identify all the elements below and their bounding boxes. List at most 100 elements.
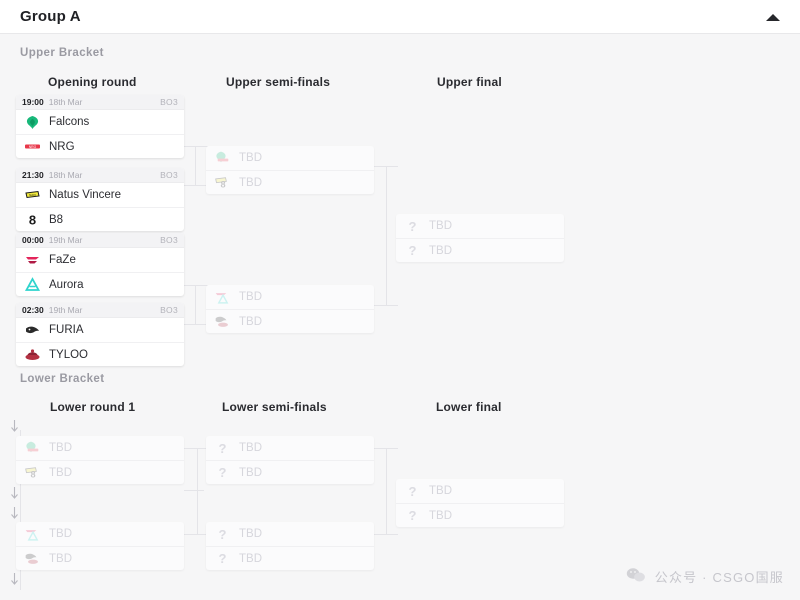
team-row[interactable]: 8 TBD — [206, 170, 374, 194]
group-header: Group A — [0, 0, 800, 34]
match-card[interactable]: TBD 8 TBD — [16, 436, 184, 484]
team-name: TYLOO — [49, 348, 88, 361]
team-row[interactable]: Falcons — [16, 110, 184, 134]
navi-logo: NAVI — [24, 187, 41, 204]
furia-tyloo-stack — [214, 313, 231, 330]
team-name: TBD — [239, 442, 262, 454]
connector — [372, 534, 398, 535]
drop-down-arrow-icon — [10, 487, 19, 500]
connector — [195, 146, 196, 186]
team-name: TBD — [429, 485, 452, 497]
team-name: TBD — [239, 315, 262, 328]
match-format: BO3 — [160, 97, 178, 107]
team-name: TBD — [49, 466, 72, 479]
match-date: 19th Mar — [48, 305, 83, 315]
svg-text:8: 8 — [220, 180, 225, 190]
watermark: 公众号 · CSGO国服 — [626, 567, 784, 586]
question-icon: ? — [218, 440, 227, 456]
team-name: TBD — [429, 220, 452, 232]
round-label-lower-round-1: Lower round 1 — [50, 400, 136, 414]
match-header: 02:30 19th Mar BO3 — [16, 303, 184, 318]
navi-b8-stack: 8 — [214, 174, 231, 191]
question-icon: ? — [218, 465, 227, 480]
team-row[interactable]: ? TBD — [206, 522, 374, 546]
chevron-up-icon[interactable] — [764, 9, 782, 25]
team-row[interactable]: TBD — [16, 546, 184, 570]
team-name: TBD — [239, 528, 262, 540]
nrg-logo: NRG — [24, 138, 41, 155]
team-row[interactable]: 8 B8 — [16, 207, 184, 231]
team-name: TBD — [429, 244, 452, 257]
round-label-lower-final: Lower final — [436, 400, 502, 414]
match-card[interactable]: ? TBD ? TBD — [396, 214, 564, 262]
question-icon: ? — [408, 218, 417, 234]
match-date: 19th Mar — [48, 235, 83, 245]
question-icon: ? — [218, 526, 227, 542]
team-row[interactable]: TBD — [206, 309, 374, 333]
team-row[interactable]: ? TBD — [396, 238, 564, 262]
match-card[interactable]: TBD TBD — [16, 522, 184, 570]
team-name: TBD — [429, 509, 452, 522]
team-row[interactable]: ? TBD — [396, 503, 564, 527]
team-row[interactable]: NRG NRG — [16, 134, 184, 158]
connector — [372, 166, 398, 167]
connector — [184, 490, 204, 491]
connector — [386, 448, 387, 534]
team-row[interactable]: TBD — [16, 522, 184, 546]
tyloo-logo — [24, 346, 41, 363]
team-row[interactable]: FURIA — [16, 318, 184, 342]
navi-b8-stack: 8 — [24, 464, 41, 481]
match-card[interactable]: ? TBD ? TBD — [206, 436, 374, 484]
svg-text:8: 8 — [30, 470, 35, 480]
match-card[interactable]: 00:00 19th Mar BO3 FaZe Aurora — [16, 233, 184, 296]
match-card[interactable]: 02:30 19th Mar BO3 FURIA TYLOO — [16, 303, 184, 366]
match-card[interactable]: 21:30 18th Mar BO3 NAVI Natus Vincere 8 … — [16, 168, 184, 231]
team-row[interactable]: ? TBD — [396, 479, 564, 503]
team-row[interactable]: TYLOO — [16, 342, 184, 366]
question-icon: ? — [408, 508, 417, 523]
svg-text:8: 8 — [29, 213, 36, 228]
connector — [372, 448, 398, 449]
drop-down-arrow-icon — [10, 507, 19, 520]
match-time: 21:30 — [22, 170, 44, 180]
team-row[interactable]: NAVI Natus Vincere — [16, 183, 184, 207]
falcons-nrg-stack — [24, 440, 41, 457]
round-label-upper-semis: Upper semi-finals — [226, 75, 331, 89]
connector — [184, 448, 208, 449]
team-name: Falcons — [49, 116, 90, 128]
match-header: 19:00 18th Mar BO3 — [16, 95, 184, 110]
watermark-text: 公众号 · CSGO国服 — [654, 570, 784, 585]
match-card[interactable]: 19:00 18th Mar BO3 Falcons NRG NRG — [16, 95, 184, 158]
round-label-upper-final: Upper final — [437, 75, 502, 89]
match-card[interactable]: ? TBD ? TBD — [206, 522, 374, 570]
connector — [20, 430, 21, 590]
team-row[interactable]: 8 TBD — [16, 460, 184, 484]
question-icon: ? — [408, 483, 417, 499]
team-name: FURIA — [49, 324, 84, 336]
team-row[interactable]: FaZe — [16, 248, 184, 272]
team-row[interactable]: TBD — [206, 285, 374, 309]
team-row[interactable]: ? TBD — [206, 460, 374, 484]
page-title: Group A — [20, 8, 81, 25]
b8-logo: 8 — [24, 211, 41, 228]
team-row[interactable]: ? TBD — [396, 214, 564, 238]
team-row[interactable]: TBD — [206, 146, 374, 170]
match-card[interactable]: TBD TBD — [206, 285, 374, 333]
team-row[interactable]: TBD — [16, 436, 184, 460]
team-name: TBD — [239, 466, 262, 479]
team-row[interactable]: ? TBD — [206, 436, 374, 460]
match-header: 21:30 18th Mar BO3 — [16, 168, 184, 183]
team-name: TBD — [239, 152, 262, 164]
connector — [372, 305, 398, 306]
match-card[interactable]: ? TBD ? TBD — [396, 479, 564, 527]
team-row[interactable]: ? TBD — [206, 546, 374, 570]
match-card[interactable]: TBD 8 TBD — [206, 146, 374, 194]
match-format: BO3 — [160, 170, 178, 180]
team-row[interactable]: Aurora — [16, 272, 184, 296]
team-name: TBD — [239, 291, 262, 303]
faze-aurora-stack — [214, 289, 231, 306]
falcons-logo — [24, 114, 41, 131]
team-name: Aurora — [49, 278, 84, 291]
aurora-logo — [24, 276, 41, 293]
